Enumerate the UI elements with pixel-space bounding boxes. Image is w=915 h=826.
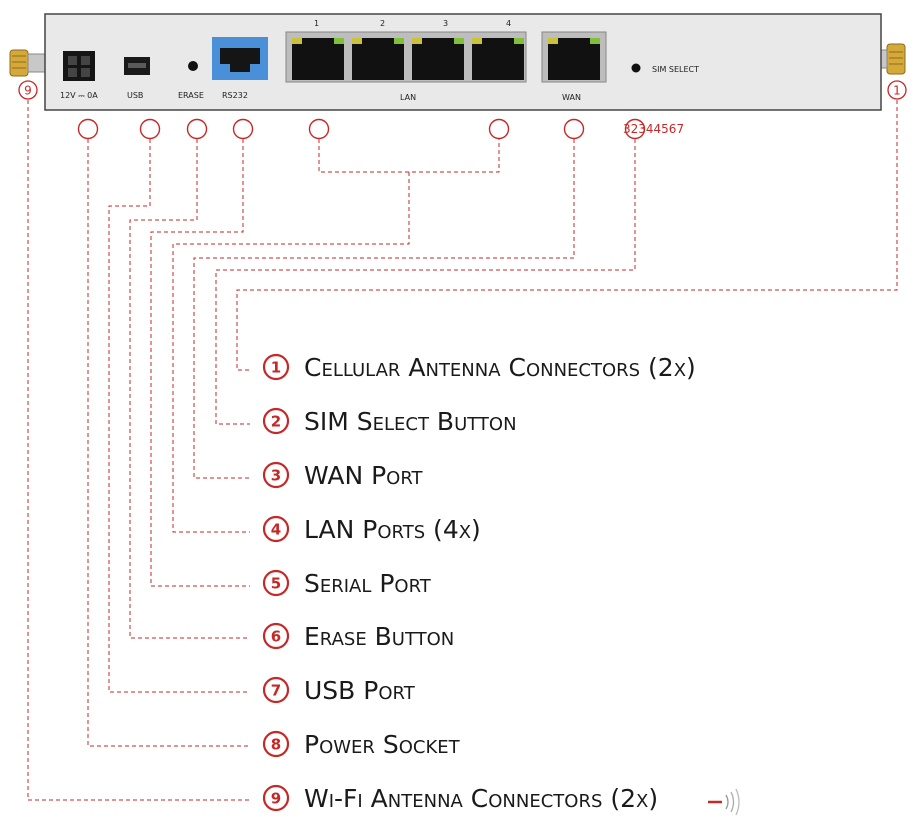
callout-usb: [139, 118, 161, 140]
legend-item-1: 1 Cellular Antenna Connectors (2x): [262, 353, 696, 382]
side-marker-left-label: 9: [24, 84, 32, 98]
legend-item-9: 9 Wi-Fi Antenna Connectors (2x): [262, 784, 658, 813]
legend-item-5: 5 Serial Port: [262, 569, 432, 598]
legend-text-5: Serial Port: [304, 569, 432, 598]
sim-select-label: SIM SELECT: [652, 65, 699, 74]
legend-item-7: 7 USB Port: [262, 676, 416, 705]
legend-text-6: Erase Button: [304, 622, 454, 651]
legend-text-9: Wi-Fi Antenna Connectors (2x): [304, 784, 658, 813]
callout-serial: [232, 118, 254, 140]
callout-lan-right: [488, 118, 510, 140]
lan-number-2: 2: [380, 19, 385, 28]
callout-power: [77, 118, 99, 140]
callout-lan-left: [308, 118, 330, 140]
lan-number-4: 4: [506, 19, 511, 28]
lan-number-1: 1: [314, 19, 319, 28]
sim-select-button: [631, 63, 641, 73]
side-marker-right: [887, 80, 907, 100]
svg-text:9: 9: [271, 790, 281, 808]
lan-port-3: [412, 38, 464, 80]
svg-text:6: 6: [271, 628, 281, 646]
svg-text:1: 1: [271, 359, 281, 377]
side-marker-right-label: 1: [893, 84, 901, 98]
svg-text:7: 7: [271, 682, 281, 700]
side-marker-left: [18, 80, 38, 100]
left-antenna-connector: [9, 49, 47, 77]
svg-text:8: 8: [271, 736, 281, 754]
svg-text:2: 2: [271, 413, 281, 431]
lan-number-3: 3: [443, 19, 448, 28]
legend-item-8: 8 Power Socket: [262, 730, 461, 759]
callout-sim: [624, 118, 646, 140]
rs232-label: RS232: [222, 91, 248, 100]
legend-text-4: LAN Ports (4x): [304, 515, 481, 544]
legend-text-1: Cellular Antenna Connectors (2x): [304, 353, 696, 382]
erase-button: [188, 61, 198, 71]
legend-item-4: 4 LAN Ports (4x): [262, 515, 481, 544]
legend-text-2: SIM Select Button: [304, 407, 517, 436]
callout-wan: [563, 118, 585, 140]
lan-port-1: [292, 38, 344, 80]
lan-port-4: [472, 38, 524, 80]
legend-text-8: Power Socket: [304, 730, 461, 759]
legend-item-2: 2 SIM Select Button: [262, 407, 517, 436]
power-socket: [63, 51, 95, 81]
code-text: 32344567: [623, 122, 684, 136]
leader-lines: [27, 100, 898, 801]
callout-erase: [186, 118, 208, 140]
wifi-signal-icon: [708, 788, 740, 816]
svg-text:3: 3: [271, 467, 281, 485]
lan-port-2: [352, 38, 404, 80]
usb-label: USB: [127, 91, 143, 100]
legend-item-6: 6 Erase Button: [262, 622, 454, 651]
legend-text-3: WAN Port: [304, 461, 424, 490]
legend-text-7: USB Port: [304, 676, 416, 705]
legend: 1 Cellular Antenna Connectors (2x) 2 SIM…: [262, 353, 696, 813]
svg-text:4: 4: [271, 521, 281, 539]
wan-label: WAN: [562, 93, 581, 102]
power-label: 12V ⎓ 0A: [60, 91, 98, 100]
erase-label: ERASE: [178, 91, 204, 100]
legend-item-3: 3 WAN Port: [262, 461, 424, 490]
svg-text:5: 5: [271, 575, 281, 593]
lan-label: LAN: [400, 93, 416, 102]
